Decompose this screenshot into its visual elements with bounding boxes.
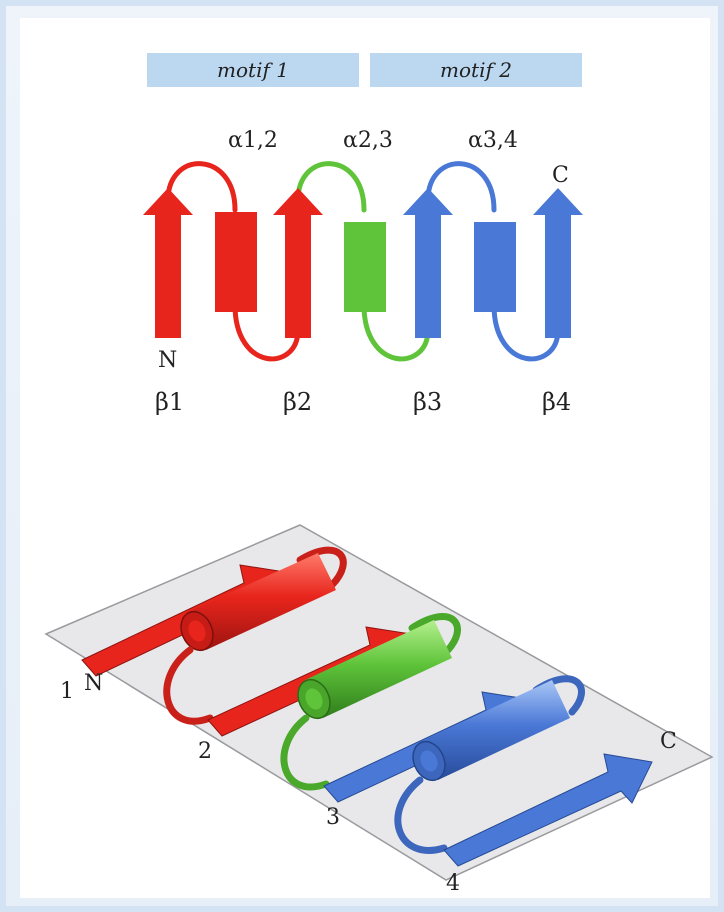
strand-4-number: 4	[446, 871, 460, 896]
strand-b4-arrow	[533, 188, 583, 338]
n-terminus-3d-label: N	[84, 671, 103, 696]
strand-b3-label: β3	[413, 388, 442, 416]
strand-b1-label: β1	[155, 388, 184, 416]
helix-a23-label: α2,3	[343, 128, 393, 153]
motif-1-label: motif 1	[217, 58, 289, 82]
helix-a12-label: α1,2	[228, 128, 278, 153]
strand-b2-label: β2	[283, 388, 312, 416]
helix-a23-box	[344, 222, 386, 312]
strand-1-number: 1	[60, 679, 74, 704]
helix-a34-label: α3,4	[468, 128, 518, 153]
motif-2-label: motif 2	[440, 58, 512, 82]
c-terminus-3d-label: C	[660, 729, 677, 754]
n-terminus-label: N	[158, 348, 177, 373]
sheet-plane	[46, 525, 712, 880]
helix-a34-box	[474, 222, 516, 312]
strand-b2-arrow	[273, 188, 323, 338]
strand-2-number: 2	[198, 739, 212, 764]
strand-b1-arrow	[143, 188, 193, 338]
strand-b4-label: β4	[542, 388, 571, 416]
c-terminus-label: C	[552, 163, 569, 188]
sheet-3d: 1 N 2 3 4 C	[46, 525, 712, 896]
strand-3-number: 3	[326, 805, 340, 830]
helix-a12-box	[215, 212, 257, 312]
strand-b3-arrow	[403, 188, 453, 338]
